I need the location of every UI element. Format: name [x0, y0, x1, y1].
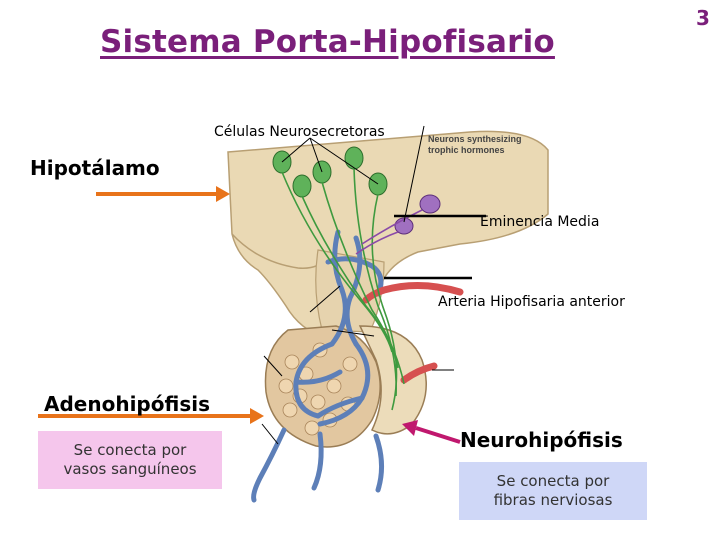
capillary-plexus — [325, 256, 384, 297]
gland-cell — [278, 378, 294, 394]
hypophyseal-vein — [311, 431, 324, 491]
trophic-axon — [355, 231, 399, 255]
hypophyseal-vein — [251, 427, 287, 503]
nerve-fiber — [353, 167, 397, 397]
label-neurohipofisis: Neurohipófisis — [460, 428, 623, 452]
note-line: Se conecta por — [496, 472, 610, 490]
portal-vein — [293, 369, 343, 385]
portal-vein — [315, 395, 365, 419]
anterior-hypophyseal-artery — [362, 281, 464, 304]
note-line: Se conecta por — [73, 441, 187, 459]
leader-line — [309, 137, 323, 173]
gland-cell — [326, 378, 342, 394]
slide-title: Sistema Porta-Hipofisario — [100, 24, 555, 60]
note-box-neurohipofisis: Se conecta por fibras nerviosas — [459, 462, 647, 520]
label-adenohipofisis: Adenohipófisis — [44, 392, 210, 416]
arrow-neurohipofisis — [402, 420, 461, 444]
leader-line — [281, 137, 311, 163]
hypophyseal-vein — [373, 433, 384, 493]
trophic-neuron — [419, 194, 441, 214]
label-celulas-neurosecretoras: Células Neurosecretoras — [214, 124, 385, 140]
artwork-caption: Neurons synthesizing trophic hormones — [428, 134, 522, 156]
slide-number: 3 — [696, 6, 710, 30]
trophic-axon — [361, 209, 423, 245]
label-arteria-hipofisaria: Arteria Hipofisaria anterior — [438, 294, 625, 310]
label-hipotalamo: Hipotálamo — [30, 156, 160, 180]
note-line: fibras nerviosas — [493, 491, 613, 509]
note-box-adenohipofisis: Se conecta por vasos sanguíneos — [38, 431, 222, 489]
leader-line — [309, 285, 341, 313]
neurosecretory-cell — [344, 146, 364, 170]
gland-cell — [304, 420, 320, 436]
nerve-fiber — [371, 193, 398, 411]
leader-line — [261, 423, 279, 445]
inferior-hypophyseal-artery — [400, 362, 438, 384]
arrow-hipotalamo — [96, 186, 230, 202]
portal-vein — [329, 229, 348, 347]
gland-cell — [284, 354, 300, 370]
artwork-caption-line: trophic hormones — [428, 145, 505, 155]
artwork-caption-line: Neurons synthesizing — [428, 134, 522, 144]
portal-vein — [344, 235, 363, 347]
leader-line — [309, 137, 379, 185]
gland-cell — [282, 402, 298, 418]
note-line: vasos sanguíneos — [63, 460, 197, 478]
neurosecretory-cell — [292, 174, 312, 198]
leader-line — [263, 355, 283, 377]
label-eminencia-media: Eminencia Media — [480, 214, 600, 230]
leader-line — [331, 329, 375, 337]
nerve-fiber — [321, 181, 405, 385]
gland-cell — [310, 394, 326, 410]
leader-line — [403, 125, 425, 223]
gland-cell — [342, 356, 358, 372]
arrow-adenohipofisis — [38, 408, 264, 424]
